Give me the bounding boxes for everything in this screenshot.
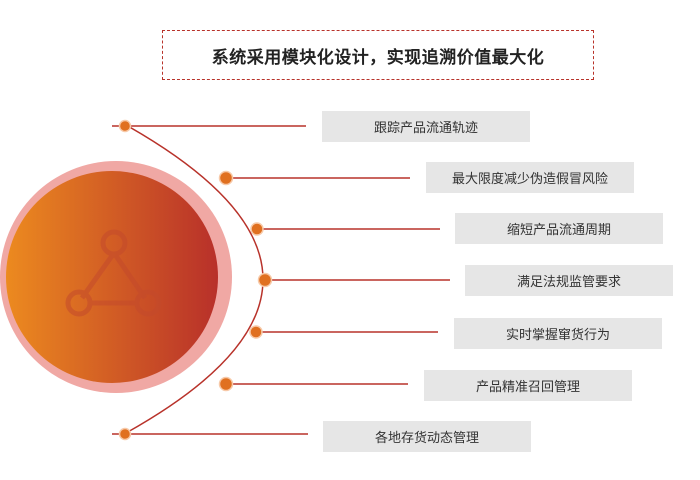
item-label: 最大限度减少伪造假冒风险 bbox=[426, 162, 634, 193]
arc-dot bbox=[250, 222, 264, 236]
item-label: 产品精准召回管理 bbox=[424, 370, 632, 401]
connector-lines bbox=[112, 125, 450, 435]
arc-dot bbox=[249, 325, 263, 339]
arc-dot bbox=[218, 376, 234, 392]
item-label: 各地存货动态管理 bbox=[323, 421, 531, 452]
item-label: 满足法规监管要求 bbox=[465, 265, 673, 296]
arc-dot bbox=[257, 272, 273, 288]
arc-dot bbox=[118, 427, 132, 441]
network-triangle-icon bbox=[65, 229, 162, 317]
item-label: 实时掌握窜货行为 bbox=[454, 318, 662, 349]
arc-dot bbox=[118, 119, 132, 133]
page-title: 系统采用模块化设计，实现追溯价值最大化 bbox=[162, 30, 594, 80]
center-circle bbox=[6, 171, 218, 383]
arc-dot bbox=[218, 170, 234, 186]
arc-dots bbox=[118, 119, 273, 441]
item-label: 跟踪产品流通轨迹 bbox=[322, 111, 530, 142]
item-label: 缩短产品流通周期 bbox=[455, 213, 663, 244]
